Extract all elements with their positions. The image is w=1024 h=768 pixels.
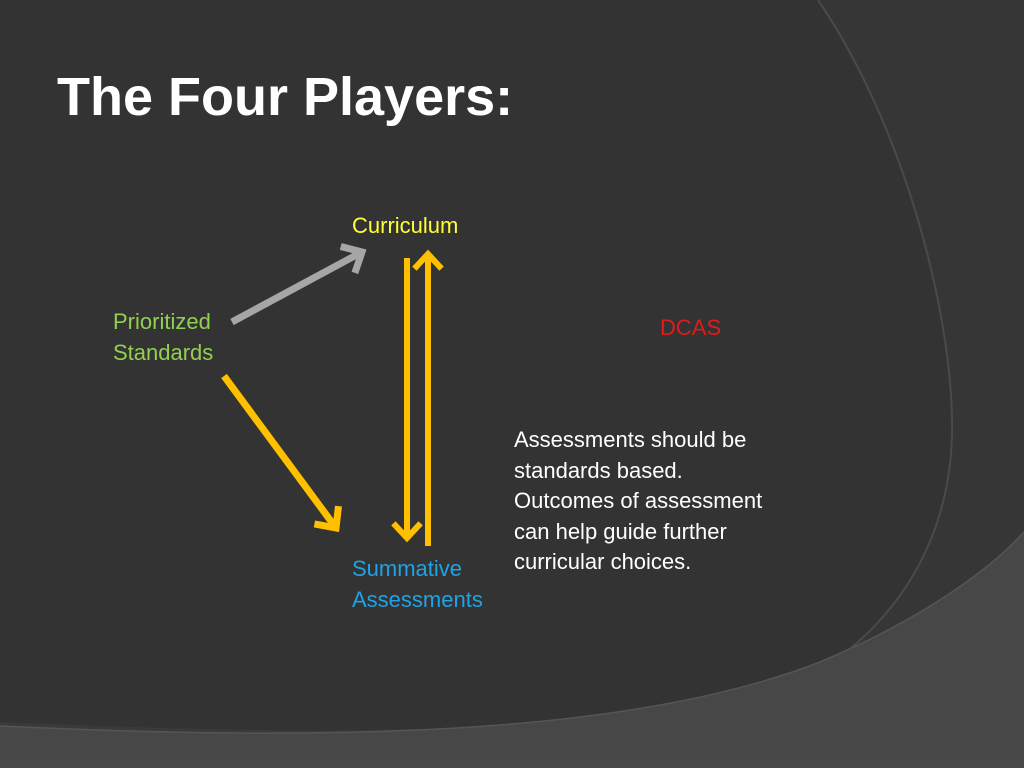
arrow-summative-to-curriculum bbox=[412, 249, 444, 546]
arrow-standards-to-curriculum-head bbox=[339, 243, 367, 274]
arrow-standards-to-curriculum-shaft bbox=[230, 249, 362, 326]
assessment-note-line-1: Assessments should be bbox=[514, 427, 747, 452]
background-dark-panel bbox=[0, 0, 952, 732]
arrow-curriculum-to-summative-head bbox=[391, 521, 423, 543]
slide-title: The Four Players: bbox=[57, 67, 514, 127]
node-prioritized-standards-line-2: Standards bbox=[113, 340, 214, 365]
node-summative-assessments-line-1: Summative bbox=[352, 556, 463, 581]
arrow-curriculum-to-summative bbox=[391, 258, 423, 543]
node-curriculum: Curriculum bbox=[352, 213, 459, 238]
assessment-note-line-2: standards based. bbox=[514, 457, 683, 483]
node-prioritized-standards: Prioritized Standards bbox=[113, 306, 213, 368]
arrow-standards-to-curriculum bbox=[230, 243, 367, 326]
arrow-summative-to-curriculum-head bbox=[412, 249, 444, 271]
arrow-standards-to-summative-shaft bbox=[221, 373, 338, 529]
arrow-standards-to-summative-head bbox=[313, 505, 342, 533]
assessment-note-line-4: can help guide further bbox=[514, 518, 727, 544]
node-summative-assessments: Summative Assessments bbox=[352, 553, 483, 615]
assessment-note: Assessments should be standards based. O… bbox=[514, 425, 762, 578]
assessment-note-line-5: curricular choices. bbox=[514, 549, 692, 574]
arrow-standards-to-summative bbox=[221, 373, 342, 533]
node-prioritized-standards-line-1: Prioritized bbox=[113, 309, 211, 334]
background-bottom-swoosh-edge bbox=[0, 531, 1024, 734]
node-dcas: DCAS bbox=[660, 315, 722, 340]
assessment-note-line-3: Outcomes of assessment bbox=[514, 488, 763, 513]
node-summative-assessments-line-2: Assessments bbox=[352, 587, 483, 612]
background-bottom-swoosh bbox=[0, 532, 1024, 768]
